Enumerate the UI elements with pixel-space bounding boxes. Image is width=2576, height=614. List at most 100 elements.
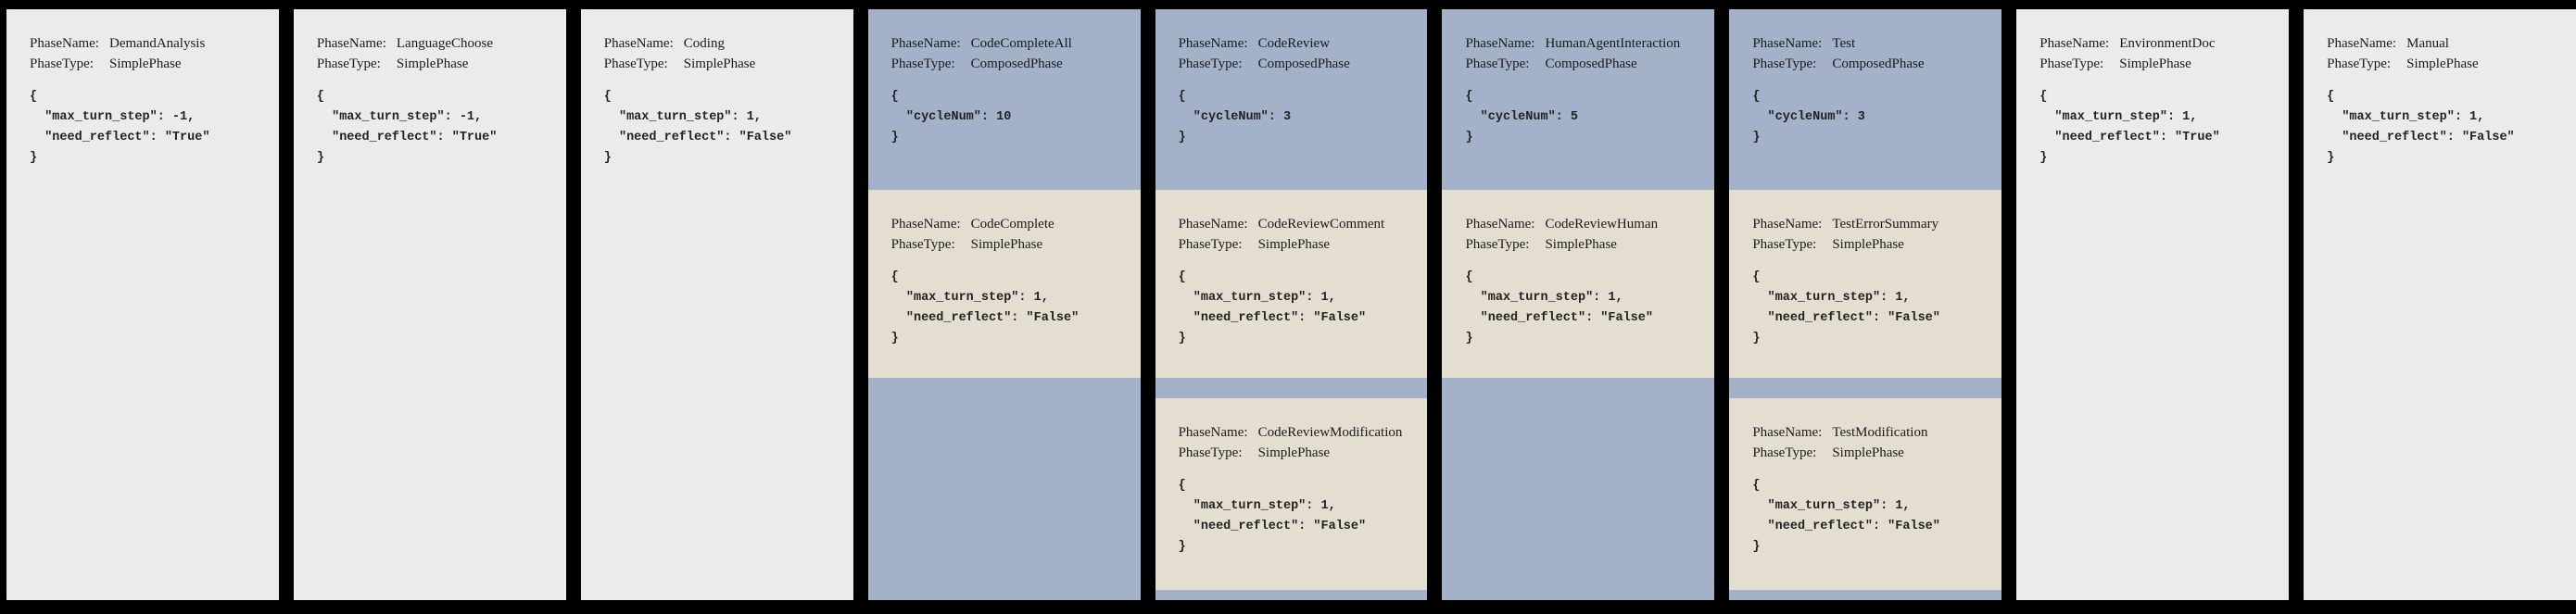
phase-config-json: { "max_turn_step": -1, "need_reflect": "…: [30, 90, 210, 165]
phase-name-row: PhaseName: Coding: [604, 33, 840, 54]
phase-config-json: { "max_turn_step": 1, "need_reflect": "F…: [2327, 90, 2515, 165]
phase-type-value: SimplePhase: [1832, 445, 1904, 460]
phase-name-label: PhaseName:: [30, 36, 99, 51]
phase-type-label: PhaseType:: [30, 56, 94, 71]
phase-type-label: PhaseType:: [2039, 56, 2104, 71]
phase-type-row: PhaseType: SimplePhase: [1752, 443, 1989, 463]
phase-column-language-choose: PhaseName: LanguageChoose PhaseType: Sim…: [293, 9, 566, 600]
phase-name-label: PhaseName:: [1752, 425, 1823, 440]
phase-name-label: PhaseName:: [316, 36, 386, 51]
phase-name-row: PhaseName: Test: [1752, 33, 1989, 54]
phase-column-environment-doc: PhaseName: EnvironmentDoc PhaseType: Sim…: [2016, 9, 2290, 600]
phase-type-value: ComposedPhase: [1545, 56, 1637, 71]
phase-type-value: SimplePhase: [396, 56, 469, 71]
phase-type-label: PhaseType:: [1752, 237, 1817, 252]
phase-column-human-agent-interaction: PhaseName: HumanAgentInteraction PhaseTy…: [1442, 9, 1715, 600]
phase-name-value: TestModification: [1832, 425, 1928, 440]
phase-type-row: PhaseType: SimplePhase: [1752, 234, 1989, 255]
phase-type-row: PhaseType: SimplePhase: [30, 54, 266, 74]
phase-name-value: HumanAgentInteraction: [1545, 36, 1681, 51]
phase-name-row: PhaseName: CodeReviewHuman: [1465, 214, 1701, 234]
phase-config-json: { "max_turn_step": 1, "need_reflect": "T…: [2039, 90, 2220, 165]
phase-name-row: PhaseName: CodeReviewModification: [1179, 422, 1415, 443]
phase-name-value: LanguageChoose: [396, 36, 494, 51]
phase-type-label: PhaseType:: [1178, 445, 1243, 460]
phase-type-row: PhaseType: ComposedPhase: [1752, 54, 1989, 74]
phase-type-row: PhaseType: ComposedPhase: [1179, 54, 1415, 74]
phase-card-code-complete: PhaseName: CodeComplete PhaseType: Simpl…: [867, 190, 1141, 378]
phase-type-row: PhaseType: SimplePhase: [891, 234, 1128, 255]
phase-name-row: PhaseName: CodeReviewComment: [1179, 214, 1415, 234]
phase-type-label: PhaseType:: [1178, 237, 1243, 252]
phase-name-value: EnvironmentDoc: [2119, 36, 2216, 51]
phase-type-value: SimplePhase: [109, 56, 182, 71]
phase-config-json: { "cycleNum": 3 }: [1752, 90, 1865, 144]
phase-type-row: PhaseType: SimplePhase: [1179, 443, 1415, 463]
phase-type-row: PhaseType: ComposedPhase: [1465, 54, 1701, 74]
phase-card-code-review: PhaseName: CodeReview PhaseType: Compose…: [1155, 9, 1428, 190]
phase-type-label: PhaseType:: [316, 56, 381, 71]
phase-type-value: SimplePhase: [1257, 445, 1331, 460]
phase-card-test: PhaseName: Test PhaseType: ComposedPhase…: [1729, 9, 2001, 190]
phase-type-row: PhaseType: SimplePhase: [1179, 234, 1415, 255]
phase-card-code-review-modification: PhaseName: CodeReviewModification PhaseT…: [1155, 398, 1428, 590]
composed-phase-filler: [868, 378, 1141, 600]
composed-phase-filler: [1155, 590, 1428, 600]
phase-card-language-choose: PhaseName: LanguageChoose PhaseType: Sim…: [294, 9, 566, 169]
phase-name-value: CodeComplete: [970, 217, 1054, 232]
phase-type-value: ComposedPhase: [1832, 56, 1925, 71]
phase-type-label: PhaseType:: [2327, 56, 2392, 71]
phase-config-json: { "cycleNum": 5 }: [1465, 90, 1578, 144]
phase-name-row: PhaseName: CodeComplete: [891, 214, 1128, 234]
phase-name-label: PhaseName:: [1752, 36, 1823, 51]
phase-type-value: SimplePhase: [1832, 237, 1904, 252]
phase-type-label: PhaseType:: [890, 237, 955, 252]
composed-phase-filler: [1729, 590, 2001, 600]
nested-card-content: PhaseName: TestModification PhaseType: S…: [1729, 398, 2001, 558]
phase-card-environment-doc: PhaseName: EnvironmentDoc PhaseType: Sim…: [2016, 9, 2289, 169]
phase-type-row: PhaseType: SimplePhase: [2039, 54, 2276, 74]
phase-name-label: PhaseName:: [890, 217, 961, 232]
phase-card-test-error-summary: PhaseName: TestErrorSummary PhaseType: S…: [1729, 190, 2002, 378]
phase-type-value: SimplePhase: [1545, 237, 1617, 252]
phase-name-label: PhaseName:: [1178, 36, 1248, 51]
phase-type-label: PhaseType:: [603, 56, 668, 71]
nested-card-content: PhaseName: CodeReviewHuman PhaseType: Si…: [1442, 190, 1714, 349]
phase-name-value: Coding: [683, 36, 725, 51]
phase-name-row: PhaseName: TestModification: [1752, 422, 1989, 443]
phase-type-label: PhaseType:: [1752, 56, 1817, 71]
phase-type-value: SimplePhase: [970, 237, 1043, 252]
phase-card-human-agent-interaction: PhaseName: HumanAgentInteraction PhaseTy…: [1442, 9, 1714, 190]
phase-name-row: PhaseName: CodeReview: [1179, 33, 1415, 54]
phase-name-value: TestErrorSummary: [1832, 217, 1939, 232]
phase-column-test: PhaseName: Test PhaseType: ComposedPhase…: [1729, 9, 2002, 600]
phase-type-value: SimplePhase: [2406, 56, 2479, 71]
phase-name-value: DemandAnalysis: [109, 36, 206, 51]
phase-config-json: { "max_turn_step": 1, "need_reflect": "F…: [890, 270, 1080, 345]
phase-type-label: PhaseType:: [1465, 237, 1530, 252]
phase-card-demand-analysis: PhaseName: DemandAnalysis PhaseType: Sim…: [6, 9, 279, 169]
phase-card-code-complete-all: PhaseName: CodeCompleteAll PhaseType: Co…: [868, 9, 1141, 190]
phase-name-label: PhaseName:: [2039, 36, 2110, 51]
composed-phase-filler: [1442, 378, 1714, 600]
phase-name-label: PhaseName:: [1178, 425, 1248, 440]
phase-config-json: { "max_turn_step": -1, "need_reflect": "…: [316, 90, 498, 165]
phase-config-json: { "max_turn_step": 1, "need_reflect": "F…: [1752, 270, 1940, 345]
phase-type-row: PhaseType: ComposedPhase: [891, 54, 1128, 74]
phase-name-label: PhaseName:: [1465, 36, 1535, 51]
phase-type-value: SimplePhase: [1257, 237, 1331, 252]
phase-config-json: { "cycleNum": 3 }: [1178, 90, 1292, 144]
phase-name-label: PhaseName:: [603, 36, 674, 51]
phase-card-coding: PhaseName: Coding PhaseType: SimplePhase…: [581, 9, 853, 169]
phase-name-label: PhaseName:: [1752, 217, 1823, 232]
phase-name-value: CodeCompleteAll: [970, 36, 1072, 51]
nested-card-content: PhaseName: CodeReviewComment PhaseType: …: [1155, 190, 1428, 349]
phase-name-row: PhaseName: HumanAgentInteraction: [1465, 33, 1701, 54]
phase-name-row: PhaseName: TestErrorSummary: [1752, 214, 1989, 234]
phase-type-label: PhaseType:: [1465, 56, 1530, 71]
phase-column-code-complete-all: PhaseName: CodeCompleteAll PhaseType: Co…: [867, 9, 1141, 600]
composed-phase-gap: [1155, 378, 1428, 398]
phase-card-manual: PhaseName: Manual PhaseType: SimplePhase…: [2304, 9, 2576, 169]
phase-card-code-review-human: PhaseName: CodeReviewHuman PhaseType: Si…: [1442, 190, 1715, 378]
